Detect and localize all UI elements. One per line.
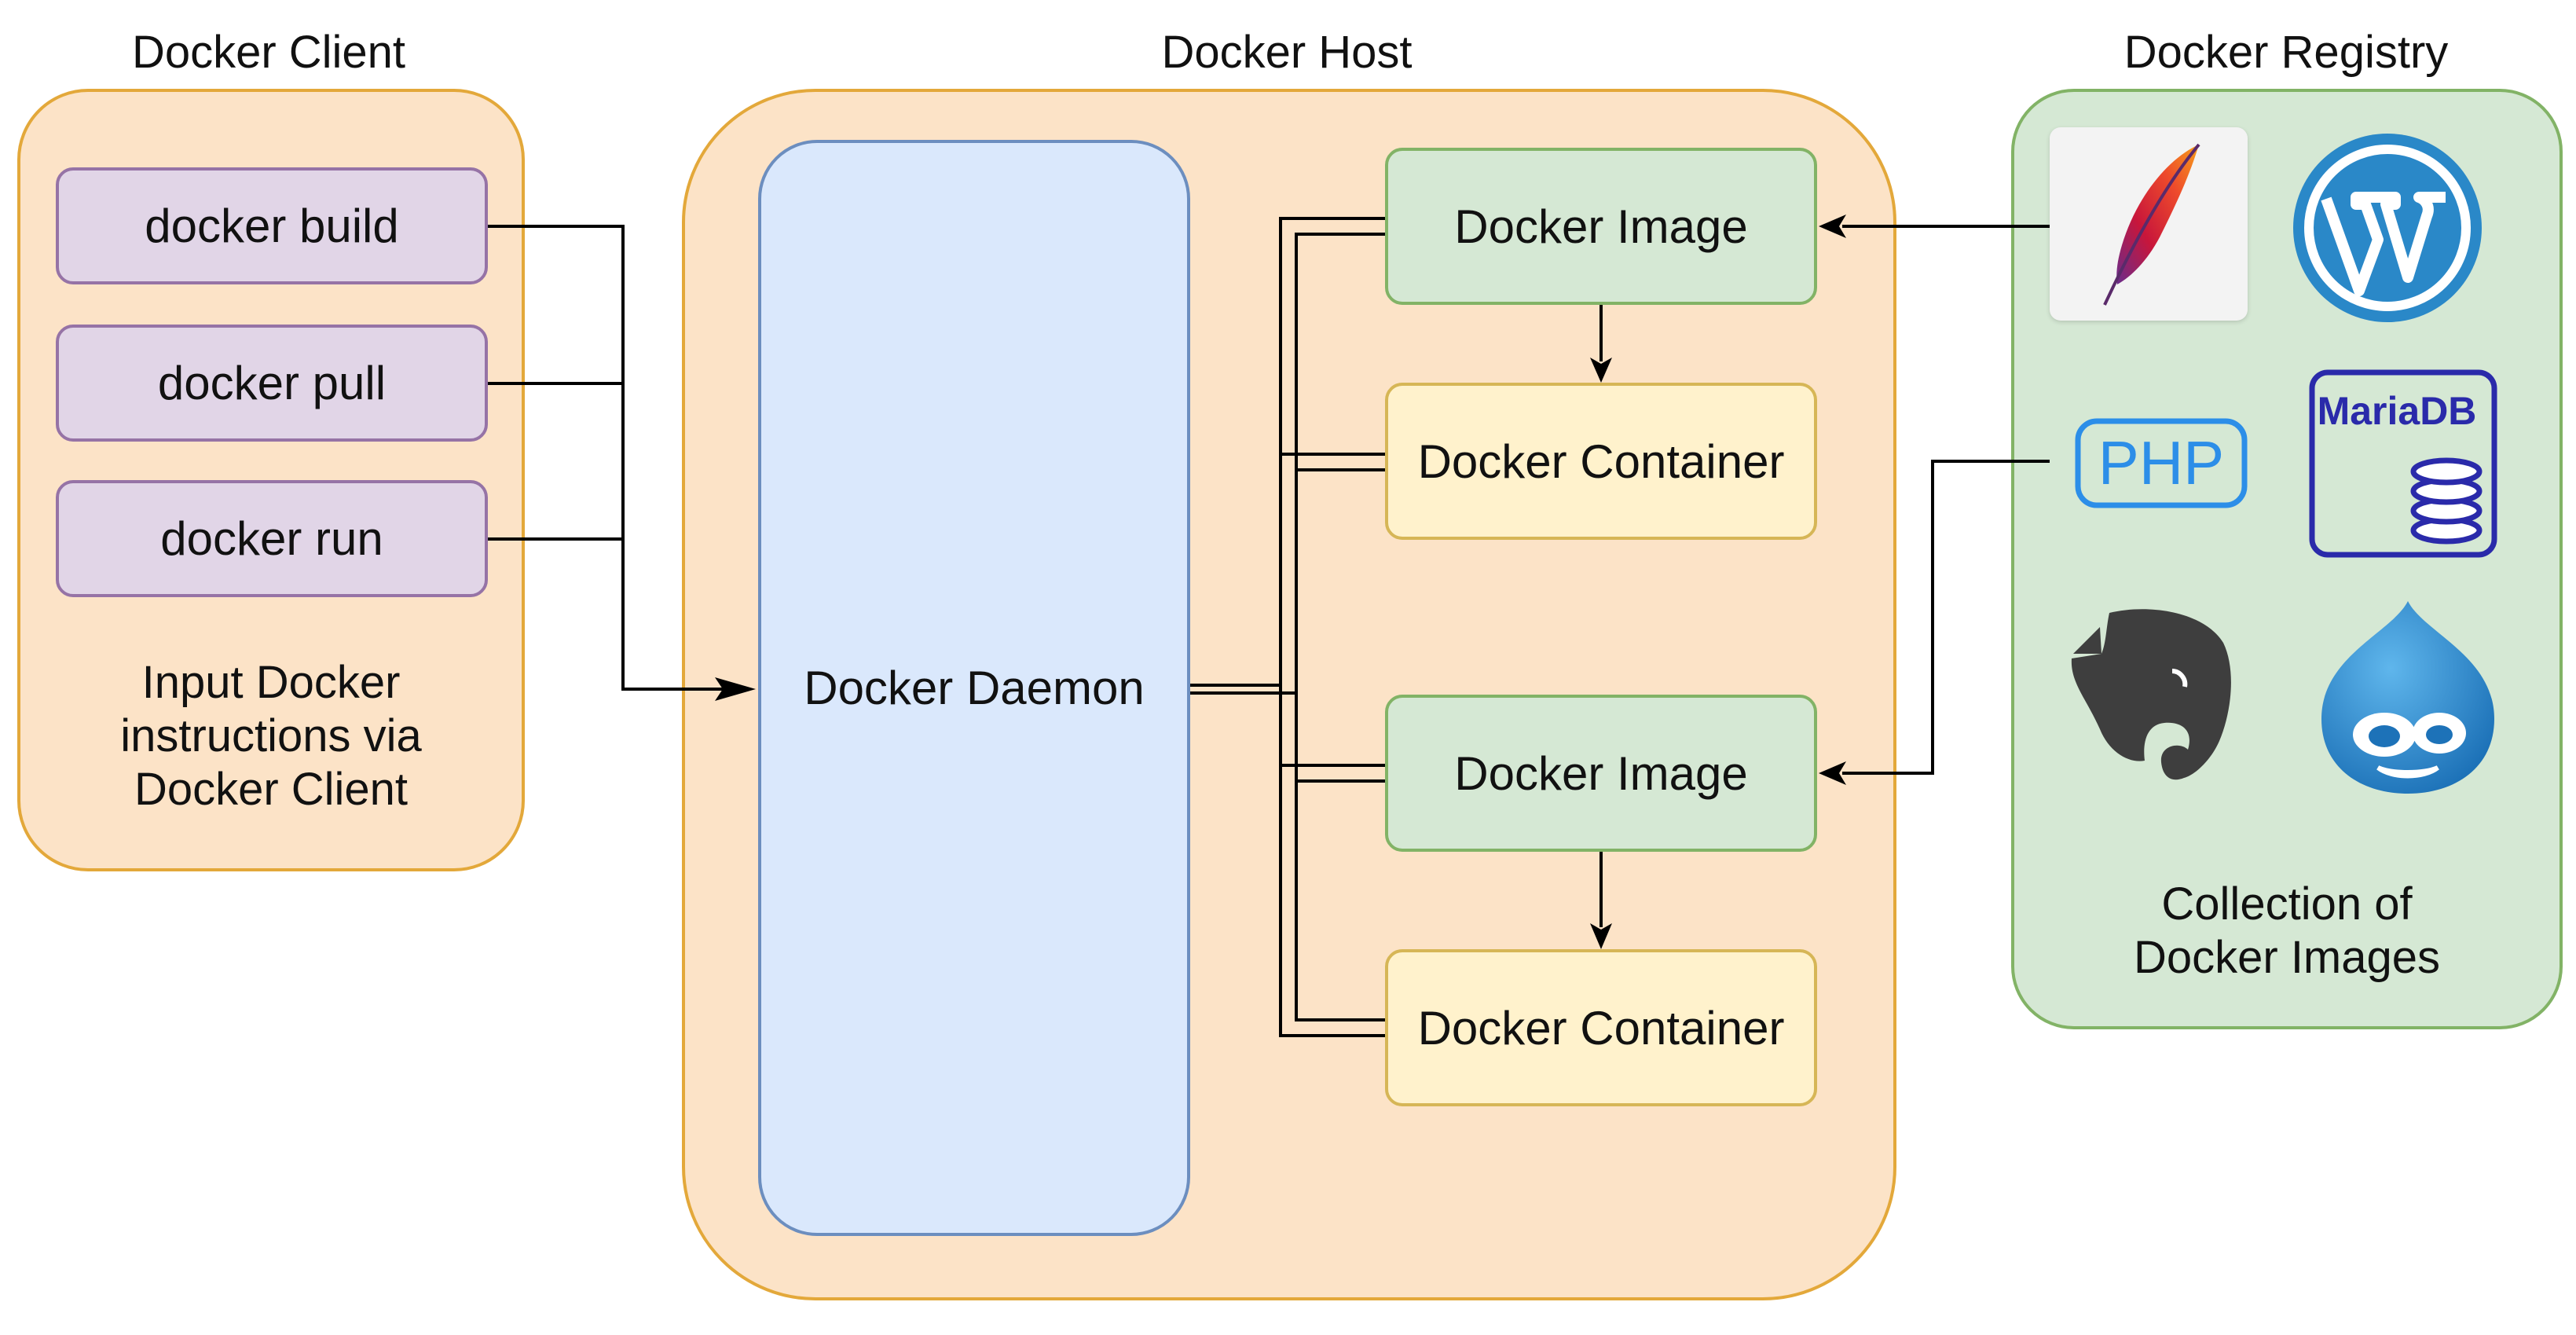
- docker-container-top: Docker Container: [1385, 383, 1817, 540]
- docker-daemon: Docker Daemon: [758, 140, 1190, 1236]
- arrow-into-container-top: [1590, 358, 1612, 383]
- mariadb-logo-text: MariaDB: [2318, 389, 2477, 433]
- docker-container-bottom-label: Docker Container: [1417, 1001, 1785, 1054]
- arrow-into-image-top: [1819, 215, 1846, 238]
- docker-run-command: docker run: [56, 480, 488, 597]
- docker-registry-title: Docker Registry: [2123, 27, 2449, 78]
- arrow-into-image-bottom: [1819, 761, 1846, 785]
- apache-feather-icon: [2050, 127, 2248, 321]
- drupal-icon: [2306, 593, 2510, 801]
- docker-image-bottom-label: Docker Image: [1454, 746, 1748, 800]
- docker-image-top: Docker Image: [1385, 148, 1817, 305]
- php-logo-text: PHP: [2098, 428, 2224, 497]
- php-icon: PHP: [2075, 418, 2248, 508]
- evernote-icon: [2054, 596, 2243, 792]
- docker-registry-caption: Collection of Docker Images: [2133, 878, 2441, 983]
- docker-container-bottom: Docker Container: [1385, 949, 1817, 1106]
- docker-pull-label: docker pull: [157, 357, 387, 409]
- docker-daemon-label: Docker Daemon: [804, 662, 1145, 714]
- mariadb-icon: MariaDB: [2309, 369, 2497, 558]
- docker-run-label: docker run: [160, 512, 383, 565]
- docker-pull-command: docker pull: [56, 325, 488, 442]
- docker-host-title: Docker Host: [1161, 27, 1413, 78]
- arrow-into-daemon: [715, 677, 756, 701]
- docker-build-label: docker build: [145, 200, 399, 252]
- docker-build-command: docker build: [56, 167, 488, 284]
- connector-registry-to-image-bottom: [1842, 460, 2050, 775]
- docker-image-bottom: Docker Image: [1385, 695, 1817, 852]
- docker-client-title: Docker Client: [131, 27, 406, 78]
- docker-container-top-label: Docker Container: [1417, 435, 1785, 488]
- arrow-into-container-bottom: [1590, 923, 1612, 949]
- connector-build-to-daemon: [488, 225, 735, 691]
- docker-image-top-label: Docker Image: [1454, 200, 1748, 253]
- docker-client-caption: Input Docker instructions via Docker Cli…: [120, 657, 422, 815]
- wordpress-icon: [2277, 130, 2497, 326]
- daemon-to-host-bus: [1190, 217, 1385, 1037]
